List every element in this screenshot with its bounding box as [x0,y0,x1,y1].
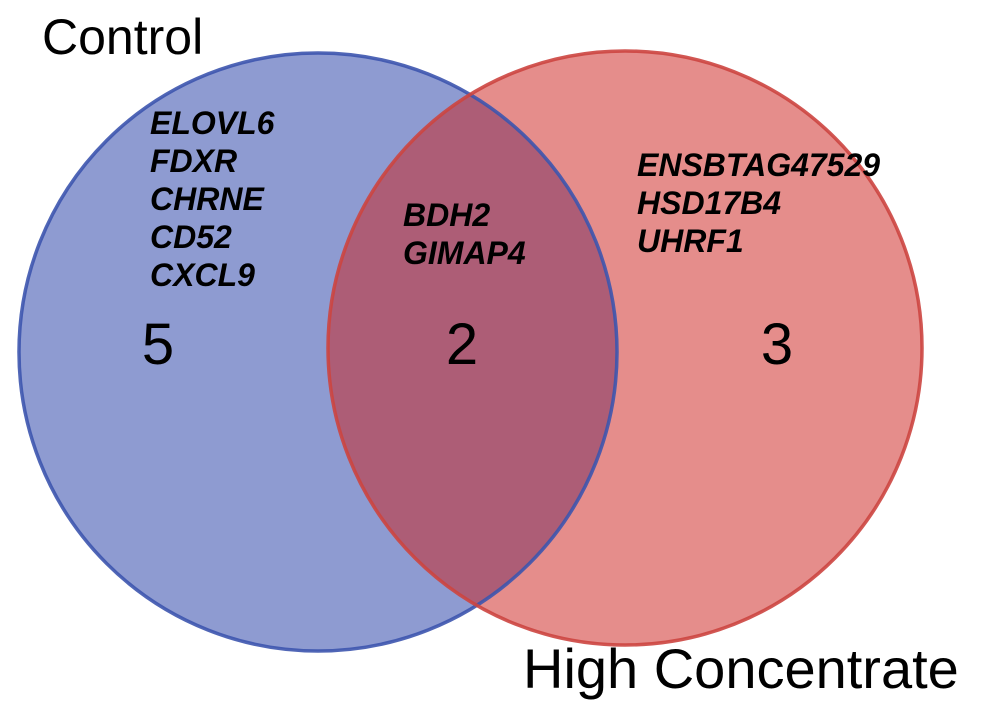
control-circle-border [17,51,619,653]
control-set-label: Control [42,9,204,65]
high-concentrate-unique-count: 3 [760,312,794,377]
gene-item: CD52 [150,219,232,255]
gene-item: HSD17B4 [637,185,782,221]
gene-item: GIMAP4 [403,235,526,271]
gene-item: BDH2 [403,197,491,233]
gene-item: FDXR [150,143,238,179]
gene-item: ENSBTAG47529 [637,147,881,183]
high-concentrate-set-label: High Concentrate [523,637,959,700]
high-concentrate-gene-list: ENSBTAG47529 HSD17B4 UHRF1 [637,146,880,260]
overlap-count: 2 [445,312,479,377]
overlap-region [327,94,618,606]
gene-item: CHRNE [150,181,264,217]
overlap-gene-list: BDH2 GIMAP4 [403,196,526,272]
control-gene-list: ELOVL6 FDXR CHRNE CD52 CXCL9 [150,104,274,294]
gene-item: UHRF1 [637,223,744,259]
gene-item: CXCL9 [150,257,255,293]
control-unique-count: 5 [141,312,175,377]
high-concentrate-circle-border [326,49,924,647]
gene-item: ELOVL6 [150,105,275,141]
